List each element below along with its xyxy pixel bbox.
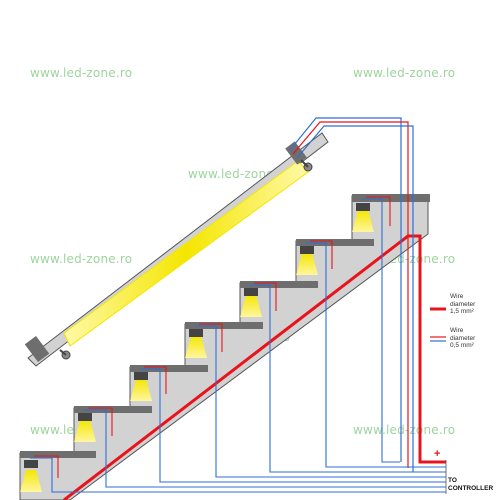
legend-lines <box>430 307 446 342</box>
watermark: www.led-zone.ro <box>30 252 133 266</box>
watermark: www.led-zone.ro <box>353 66 456 80</box>
controller-label: TO CONTROLLER <box>448 477 494 492</box>
step-lights <box>20 203 374 492</box>
watermark: www.led-zone.ro <box>353 423 456 437</box>
legend-thin-wire-label: Wire diameter 0,5 mm² <box>450 327 476 349</box>
positive-terminal-sign: + <box>434 448 441 460</box>
main-positive-wire <box>63 234 446 500</box>
step-wires <box>30 196 446 493</box>
step-treads <box>20 194 430 458</box>
handrail <box>24 132 329 367</box>
legend-thick-wire-label: Wire diameter 1,5 mm² <box>450 293 476 315</box>
watermark: www.led-zone.ro <box>30 66 133 80</box>
